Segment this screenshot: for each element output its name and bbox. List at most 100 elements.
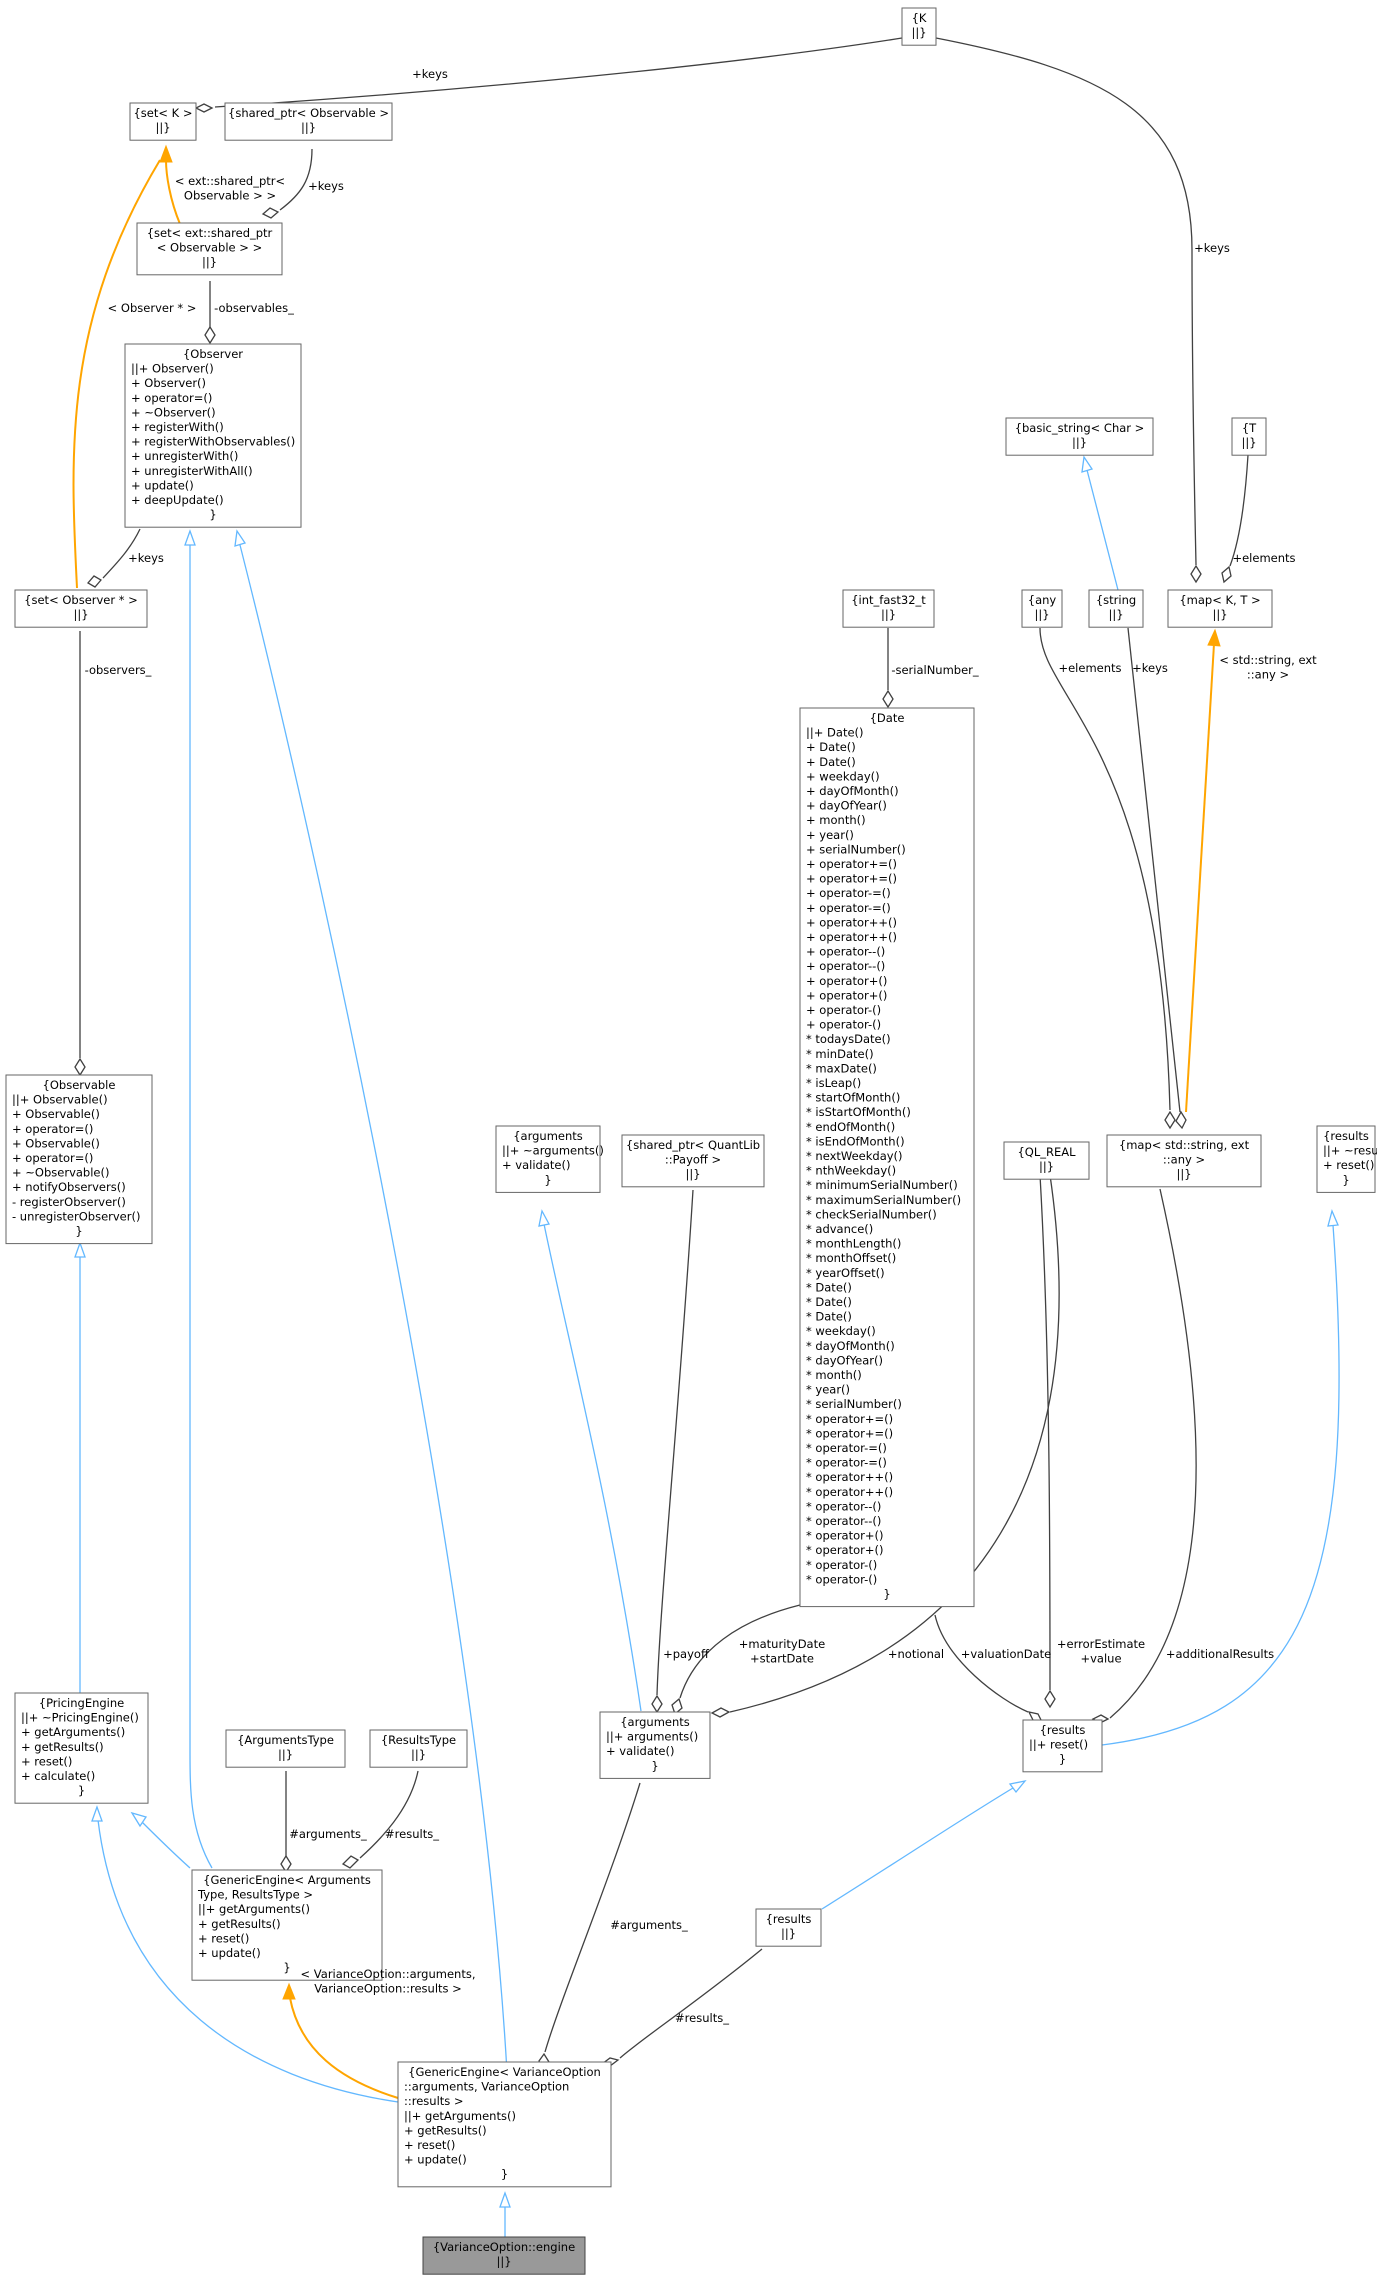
class-node-sharedObs[interactable]: {shared_ptr< Observable >||}	[224, 102, 393, 141]
class-text-line: * checkSerialNumber()	[806, 1207, 937, 1221]
class-node-ArgumentsType[interactable]: {ArgumentsType||}	[225, 1729, 346, 1768]
class-text-line: {arguments	[620, 1715, 690, 1729]
class-text-line: + operator-()	[806, 1003, 881, 1017]
edge-label: #arguments_	[289, 1827, 367, 1841]
class-node-basicString[interactable]: {basic_string< Char >||}	[1005, 417, 1154, 456]
class-box	[1106, 1134, 1262, 1188]
class-text-line: {string	[1096, 593, 1136, 607]
class-node-Date[interactable]: {Date||+ Date()+ Date()+ Date()+ weekday…	[799, 707, 975, 1608]
aggregation-diamond	[1164, 1110, 1176, 1130]
class-node-T[interactable]: {T||}	[1231, 417, 1267, 456]
class-text-line: + year()	[806, 828, 854, 842]
class-node-setK[interactable]: {set< K >||}	[129, 102, 197, 141]
class-node-argumentsVO[interactable]: {arguments||+ arguments()+ validate()}	[599, 1711, 711, 1779]
class-node-PricingEngine[interactable]: {PricingEngine||+ ~PricingEngine()+ getA…	[14, 1692, 149, 1804]
class-text-line: + Observable()	[12, 1107, 100, 1121]
class-text-line: }	[544, 1173, 551, 1187]
class-text-line: ||}	[496, 2255, 511, 2269]
edge-date-to-argsvo	[679, 1604, 801, 1699]
class-text-line: }	[501, 2167, 508, 2181]
edge-any-to-mapany	[1039, 627, 1171, 1111]
class-text-line: * minDate()	[806, 1047, 874, 1061]
class-text-line: * operator-()	[806, 1558, 877, 1572]
class-text-line: ||}	[73, 608, 88, 622]
class-box	[495, 1125, 601, 1193]
template-arrow	[1207, 628, 1221, 647]
class-text-line: + ~Observer()	[131, 405, 216, 419]
class-text-line: * advance()	[806, 1222, 873, 1236]
inheritance-triangle	[91, 1805, 103, 1822]
class-node-Observer[interactable]: {Observer||+ Observer()+ Observer()+ ope…	[124, 343, 302, 528]
class-node-Observable[interactable]: {Observable||+ Observable()+ Observable(…	[5, 1074, 153, 1245]
class-text-line: * operator++()	[806, 1485, 893, 1499]
class-text-line: ::results >	[404, 2094, 464, 2108]
class-node-GenericEngineVO[interactable]: {GenericEngine< VarianceOption::argument…	[397, 2061, 612, 2188]
edge-label: +elements	[1232, 551, 1295, 565]
edge-payoff-to-argsvo	[656, 1189, 694, 1696]
class-text-line: * nthWeekday()	[806, 1164, 896, 1178]
edge-label: +keys	[1132, 661, 1168, 675]
aggregation-diamond	[710, 1707, 731, 1718]
class-text-line: {arguments	[513, 1129, 583, 1143]
class-node-mapStringAny[interactable]: {map< std::string, ext::any >||}	[1106, 1134, 1262, 1188]
class-text-line: + weekday()	[806, 769, 880, 783]
class-text-line: {basic_string< Char >	[1015, 421, 1145, 435]
inheritance-triangle	[538, 1209, 550, 1227]
edge-sharedobs-to-setshared	[279, 148, 313, 211]
edge-k-to-map	[935, 37, 1197, 566]
inheritance-triangle	[1327, 1209, 1339, 1227]
nodes: {K||} {set< K >||} {shared_ptr< Observable…	[5, 7, 1377, 2275]
class-text-line: * Date()	[806, 1295, 852, 1309]
class-node-setObsPtr[interactable]: {set< Observer * >||}	[14, 589, 148, 628]
class-node-any[interactable]: {any||}	[1021, 589, 1063, 628]
class-box	[1088, 589, 1144, 628]
class-node-QLREAL[interactable]: {QL_REAL||}	[1003, 1141, 1090, 1180]
class-text-line: ||+ getArguments()	[198, 1902, 310, 1916]
class-node-resultsVO[interactable]: {results||+ reset()}	[1022, 1719, 1103, 1773]
class-node-K[interactable]: {K||}	[901, 7, 937, 46]
class-node-string[interactable]: {string||}	[1088, 589, 1144, 628]
aggregation-diamond	[1044, 1689, 1056, 1709]
class-node-sharedPayoff[interactable]: {shared_ptr< QuantLib::Payoff >||}	[621, 1134, 765, 1188]
inheritance-triangle	[1081, 455, 1094, 473]
class-text-line: }	[75, 1224, 82, 1238]
class-text-line: + unregisterWith()	[131, 449, 238, 463]
class-box	[799, 707, 975, 1608]
class-node-intFast[interactable]: {int_fast32_t||}	[842, 589, 935, 628]
class-text-line: + validate()	[502, 1158, 570, 1172]
class-text-line: + operator--()	[806, 945, 885, 959]
class-text-line: + Observable()	[12, 1136, 100, 1150]
class-node-argumentsBase[interactable]: {arguments||+ ~arguments()+ validate()}	[495, 1125, 604, 1193]
class-text-line: ||+ ~results()	[1323, 1144, 1377, 1158]
class-text-line: * operator-=()	[806, 1441, 887, 1455]
class-node-resultsBase[interactable]: {results||+ ~results()+ reset()}	[1316, 1125, 1377, 1193]
class-node-GenericEngineT[interactable]: {GenericEngine< ArgumentsType, ResultsTy…	[191, 1869, 383, 1981]
class-text-line: {any	[1028, 593, 1057, 607]
edge-genericVO-to-pricing	[97, 1819, 399, 2103]
edge-qlreal-to-argsvo	[729, 1174, 1060, 1713]
class-node-setSharedObs[interactable]: {set< ext::shared_ptr< Observable > >||}	[136, 222, 283, 276]
class-box	[5, 1074, 153, 1245]
edge-genericT-to-observer	[189, 545, 213, 1869]
class-text-line: * operator+()	[806, 1529, 883, 1543]
class-node-mapKT[interactable]: {map< K, T >||}	[1167, 589, 1273, 628]
class-node-resultsPlain[interactable]: {results||}	[755, 1908, 822, 1947]
class-text-line: + validate()	[606, 1744, 674, 1758]
class-node-ResultsType[interactable]: {ResultsType||}	[369, 1729, 468, 1768]
class-text-line: {int_fast32_t	[851, 593, 926, 607]
class-text-line: + operator=()	[131, 391, 212, 405]
aggregation-diamond	[651, 1694, 663, 1714]
class-text-line: * minimumSerialNumber()	[806, 1178, 958, 1192]
class-text-line: + deepUpdate()	[131, 493, 224, 507]
class-node-VOEngine[interactable]: {VarianceOption::engine||}	[422, 2236, 586, 2275]
class-text-line: }	[78, 1784, 85, 1798]
class-text-line: + getResults()	[198, 1917, 281, 1931]
class-box	[599, 1711, 711, 1779]
edge-k-to-setk	[214, 37, 903, 108]
edge-string-to-mapany	[1127, 627, 1181, 1113]
edge-labels: +keys< ext::shared_ptr<Observable > >+ke…	[85, 67, 1318, 2025]
template-arrow	[282, 1982, 296, 2000]
class-text-line: * operator--()	[806, 1514, 881, 1528]
edge-observer-to-setobsptr	[102, 528, 141, 579]
